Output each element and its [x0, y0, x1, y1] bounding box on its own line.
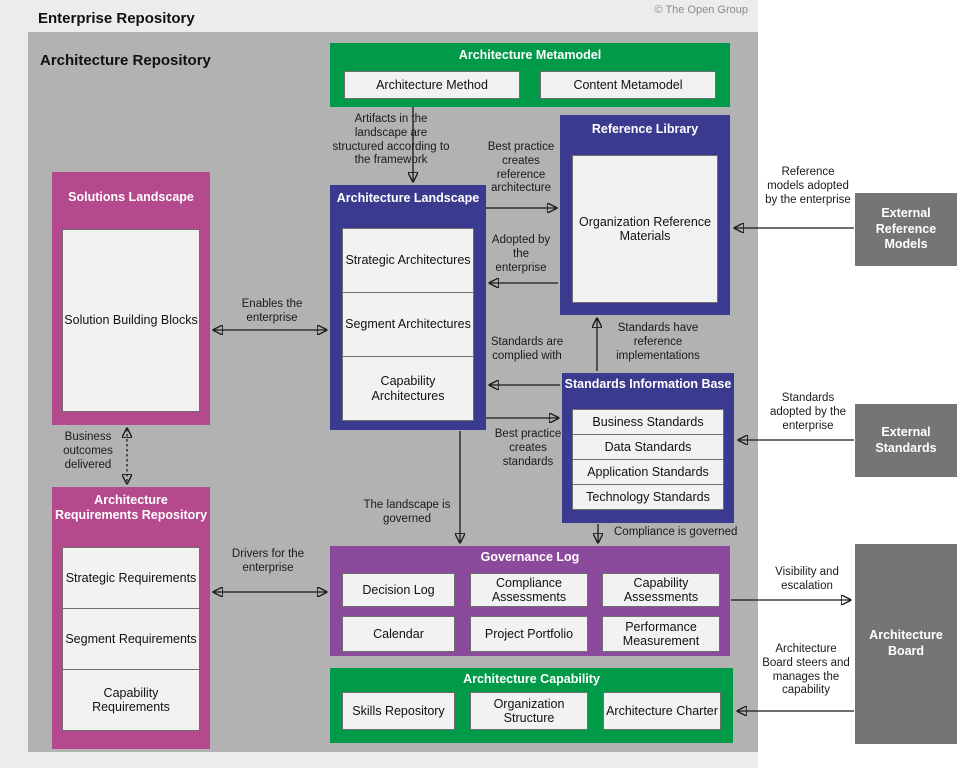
strategic-architectures: Strategic Architectures — [342, 228, 474, 293]
capability-architectures: Capability Architectures — [342, 356, 474, 421]
note-adopted-by-enterprise: Adopted by the enterprise — [491, 234, 551, 274]
segment-requirements: Segment Requirements — [62, 608, 200, 670]
organization-structure: Organization Structure — [470, 692, 588, 730]
governance-log-title: Governance Log — [480, 550, 580, 564]
capability-requirements: Capability Requirements — [62, 669, 200, 731]
architecture-landscape-box: Architecture Landscape Strategic Archite… — [330, 185, 486, 430]
architecture-method: Architecture Method — [344, 71, 520, 99]
technology-standards: Technology Standards — [572, 484, 724, 510]
enterprise-repository-title: Enterprise Repository — [38, 10, 195, 27]
strategic-requirements: Strategic Requirements — [62, 547, 200, 609]
note-drivers-enterprise: Drivers for the enterprise — [231, 548, 305, 574]
external-reference-models-box: External Reference Models — [855, 193, 957, 266]
note-landscape-governed: The landscape is governed — [363, 499, 451, 525]
architecture-capability-title: Architecture Capability — [463, 672, 600, 686]
content-metamodel: Content Metamodel — [540, 71, 716, 99]
note-standards-have-reference: Standards have reference implementations — [616, 322, 700, 362]
architecture-repository-title: Architecture Repository — [40, 52, 211, 69]
compliance-assessments: Compliance Assessments — [470, 573, 588, 607]
calendar: Calendar — [342, 616, 455, 652]
note-reference-models-adopted: Reference models adopted by the enterpri… — [765, 166, 851, 206]
solution-building-blocks: Solution Building Blocks — [62, 229, 200, 412]
solutions-landscape-box: Solutions Landscape Solution Building Bl… — [52, 172, 210, 425]
external-standards-box: External Standards — [855, 404, 957, 477]
note-enables-enterprise: Enables the enterprise — [241, 298, 303, 324]
note-business-outcomes: Business outcomes delivered — [63, 431, 113, 471]
architecture-requirements-repository-title: Architecture Requirements Repository — [54, 493, 208, 523]
standards-information-base-box: Standards Information Base Business Stan… — [562, 373, 734, 523]
note-best-practice-standards: Best practice creates standards — [494, 428, 562, 468]
note-compliance-governed: Compliance is governed — [614, 526, 738, 538]
decision-log: Decision Log — [342, 573, 455, 607]
architecture-metamodel-title: Architecture Metamodel — [458, 48, 602, 62]
architecture-capability-box: Architecture Capability Skills Repositor… — [330, 668, 733, 743]
architecture-landscape-title: Architecture Landscape — [336, 191, 480, 205]
data-standards: Data Standards — [572, 434, 724, 460]
architecture-requirements-repository-box: Architecture Requirements Repository Str… — [52, 487, 210, 749]
segment-architectures: Segment Architectures — [342, 292, 474, 357]
skills-repository: Skills Repository — [342, 692, 455, 730]
note-visibility-escalation: Visibility and escalation — [775, 566, 839, 592]
solutions-landscape-title: Solutions Landscape — [68, 190, 194, 204]
project-portfolio: Project Portfolio — [470, 616, 588, 652]
performance-measurement: Performance Measurement — [602, 616, 720, 652]
architecture-board-box: Architecture Board — [855, 544, 957, 744]
governance-log-box: Governance Log Decision Log Compliance A… — [330, 546, 730, 656]
organization-reference-materials: Organization Reference Materials — [572, 155, 718, 303]
note-standards-adopted: Standards adopted by the enterprise — [769, 392, 847, 432]
copyright-text: © The Open Group — [654, 4, 748, 16]
architecture-metamodel-box: Architecture Metamodel Architecture Meth… — [330, 43, 730, 107]
note-board-steers: Architecture Board steers and manages th… — [762, 643, 850, 697]
application-standards: Application Standards — [572, 459, 724, 485]
note-standards-complied: Standards are complied with — [490, 336, 564, 362]
capability-assessments: Capability Assessments — [602, 573, 720, 607]
standards-information-base-title: Standards Information Base — [564, 377, 732, 391]
business-standards: Business Standards — [572, 409, 724, 435]
architecture-charter: Architecture Charter — [603, 692, 721, 730]
note-artifacts-structured: Artifacts in the landscape are structure… — [332, 113, 450, 167]
note-best-practice-reference: Best practice creates reference architec… — [487, 141, 555, 195]
reference-library-title: Reference Library — [591, 122, 699, 136]
reference-library-box: Reference Library Organization Reference… — [560, 115, 730, 315]
